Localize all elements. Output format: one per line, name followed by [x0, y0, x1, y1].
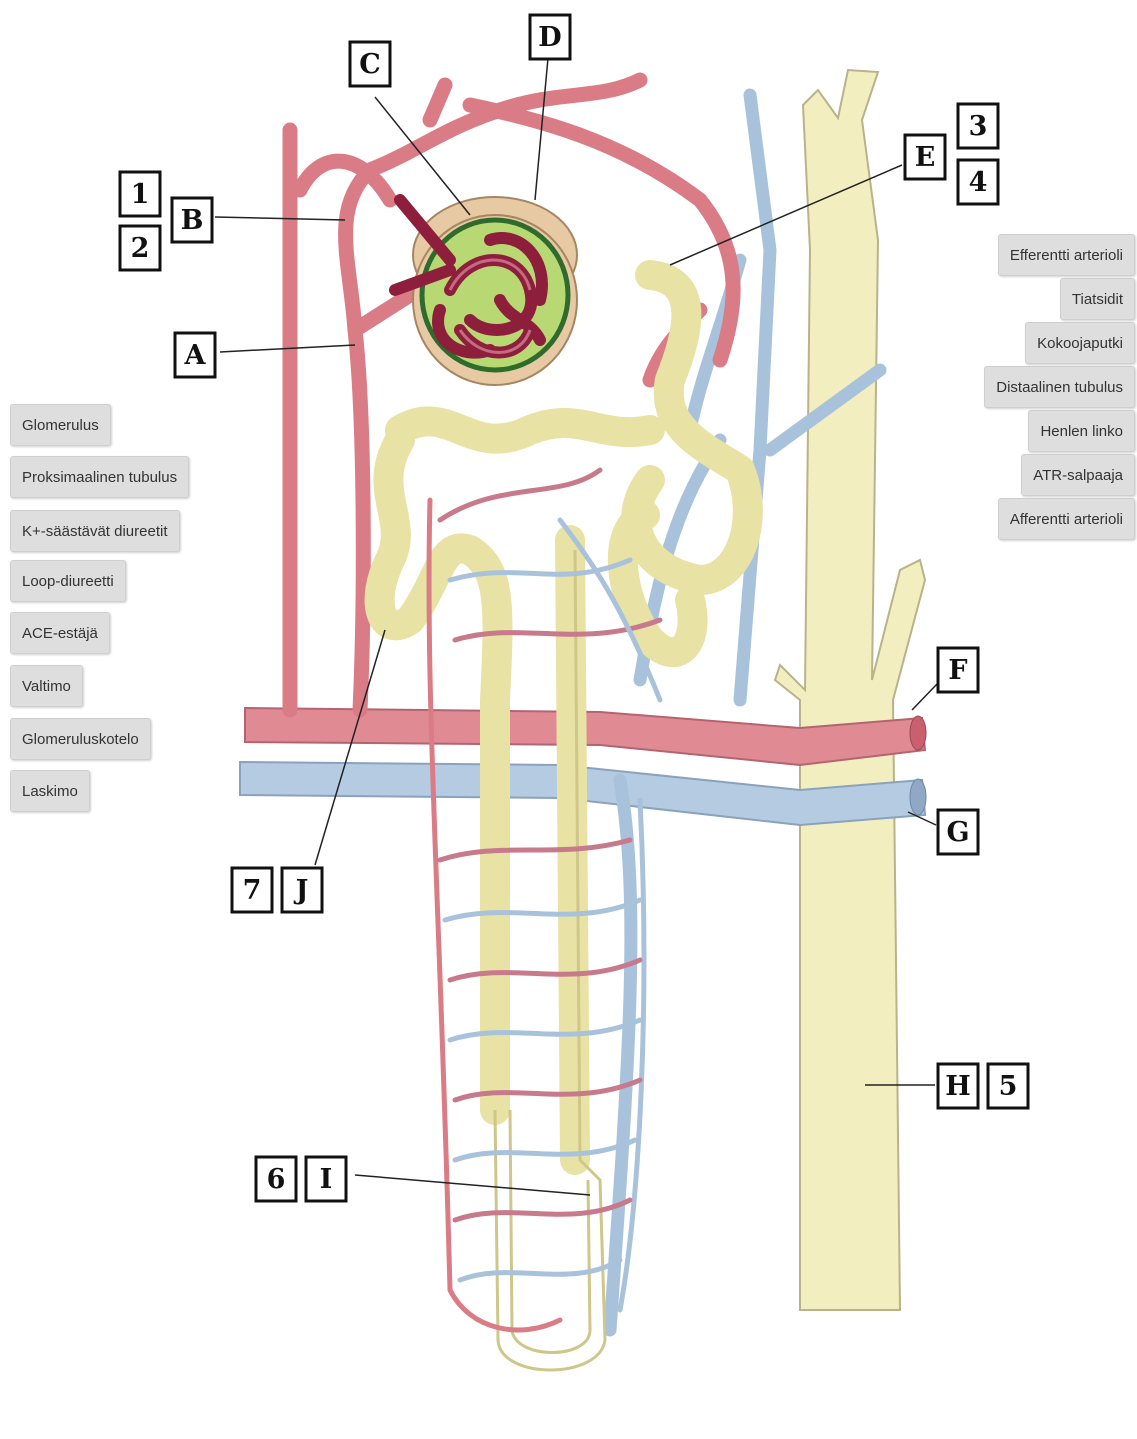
marker-J: J — [282, 868, 322, 912]
svg-text:H: H — [945, 1071, 971, 1102]
marker-5: 5 — [988, 1064, 1028, 1108]
marker-E: E — [905, 135, 945, 179]
marker-7: 7 — [232, 868, 272, 912]
marker-D: D — [530, 15, 570, 59]
drag-item-kokoojaputki[interactable]: Kokoojaputki — [1025, 322, 1135, 364]
drag-item-ace-estaja[interactable]: ACE-estäjä — [10, 612, 110, 654]
marker-4: 4 — [958, 160, 998, 204]
svg-text:J: J — [294, 875, 309, 906]
drag-item-distaalinen-tubulus[interactable]: Distaalinen tubulus — [984, 366, 1135, 408]
svg-text:C: C — [359, 49, 381, 80]
marker-F: F — [938, 648, 978, 692]
marker-H: H — [938, 1064, 978, 1108]
loop-of-henle — [495, 550, 605, 1370]
marker-G: G — [938, 810, 978, 854]
collecting-duct — [775, 70, 925, 1310]
drag-item-proksimaalinen-tubulus[interactable]: Proksimaalinen tubulus — [10, 456, 189, 498]
drag-item-laskimo[interactable]: Laskimo — [10, 770, 90, 812]
drag-item-valtimo[interactable]: Valtimo — [10, 665, 83, 707]
drag-item-glomerulus[interactable]: Glomerulus — [10, 404, 111, 446]
drag-item-glomeruluskotelo[interactable]: Glomeruluskotelo — [10, 718, 151, 760]
drag-item-efferentti-arterioli[interactable]: Efferentti arterioli — [998, 234, 1135, 276]
svg-text:3: 3 — [969, 111, 988, 142]
drag-item-henlen-linko[interactable]: Henlen linko — [1028, 410, 1135, 452]
svg-text:4: 4 — [969, 167, 988, 198]
svg-text:D: D — [538, 22, 561, 53]
svg-text:7: 7 — [243, 875, 262, 906]
svg-text:2: 2 — [131, 233, 150, 264]
marker-A: A — [175, 333, 215, 377]
svg-text:5: 5 — [999, 1071, 1018, 1102]
svg-text:I: I — [320, 1164, 333, 1195]
marker-3: 3 — [958, 104, 998, 148]
marker-C: C — [350, 42, 390, 86]
svg-text:B: B — [181, 205, 204, 236]
svg-text:6: 6 — [267, 1164, 286, 1195]
drag-item-tiatsidit[interactable]: Tiatsidit — [1060, 278, 1135, 320]
marker-2: 2 — [120, 226, 160, 270]
marker-B: B — [172, 198, 212, 242]
svg-text:F: F — [948, 655, 967, 686]
drag-item-afferentti-arterioli[interactable]: Afferentti arterioli — [998, 498, 1135, 540]
svg-text:A: A — [184, 340, 207, 371]
marker-6: 6 — [256, 1157, 296, 1201]
drag-item-atr-salpaaja[interactable]: ATR-salpaaja — [1021, 454, 1135, 496]
marker-1: 1 — [120, 172, 160, 216]
drag-item-k-saastavat-diureetit[interactable]: K+-säästävät diureetit — [10, 510, 180, 552]
svg-text:G: G — [946, 817, 969, 848]
marker-I: I — [306, 1157, 346, 1201]
svg-text:1: 1 — [131, 179, 150, 210]
drag-item-loop-diureetti[interactable]: Loop-diureetti — [10, 560, 126, 602]
svg-text:E: E — [915, 142, 936, 173]
